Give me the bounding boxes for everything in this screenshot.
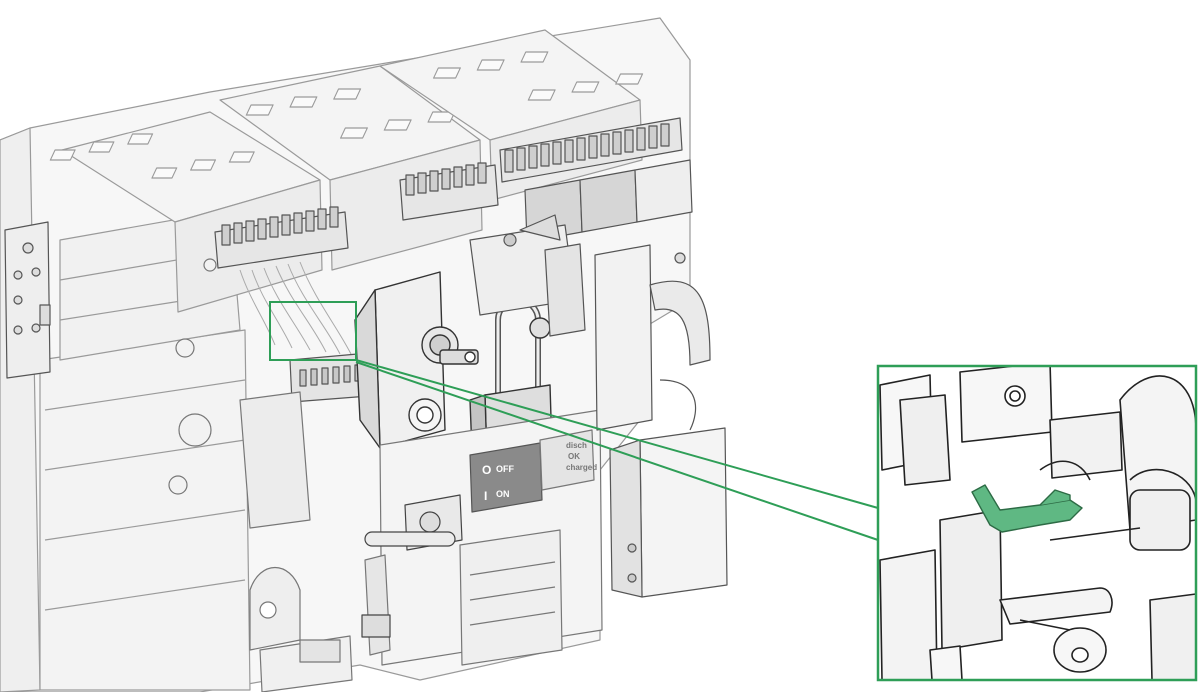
terminal-block-left — [214, 206, 349, 269]
callout-leader-bottom — [355, 361, 879, 541]
callout — [269, 301, 879, 541]
side-mounting-plate — [4, 221, 51, 379]
terminal-block-middle — [399, 162, 499, 221]
detail-inset-frame — [876, 364, 1198, 682]
key-lock-assembly — [354, 271, 479, 449]
on-label: I ON — [484, 489, 510, 503]
front-control-panel — [361, 409, 603, 666]
detail-mechanism — [879, 366, 1196, 680]
status-ok: OK — [568, 452, 580, 461]
status-charged: charged — [566, 463, 597, 472]
lower-left-mechanism — [168, 258, 353, 692]
mechanism-top-block — [469, 214, 586, 337]
off-symbol: O — [482, 463, 491, 477]
callout-highlight-box — [269, 301, 357, 361]
detail-inset — [876, 364, 1198, 682]
callout-leader-top — [355, 359, 879, 509]
off-text: OFF — [496, 464, 514, 474]
detail-highlighted-lever — [971, 484, 1083, 533]
on-text: ON — [496, 489, 510, 499]
on-symbol: I — [484, 489, 487, 503]
off-label: O OFF — [482, 463, 514, 477]
right-rail-assembly — [594, 244, 728, 598]
wiring-harness — [239, 261, 353, 357]
status-discharged: disch — [566, 441, 587, 450]
spring-status-indicator: disch OK charged — [566, 441, 597, 472]
